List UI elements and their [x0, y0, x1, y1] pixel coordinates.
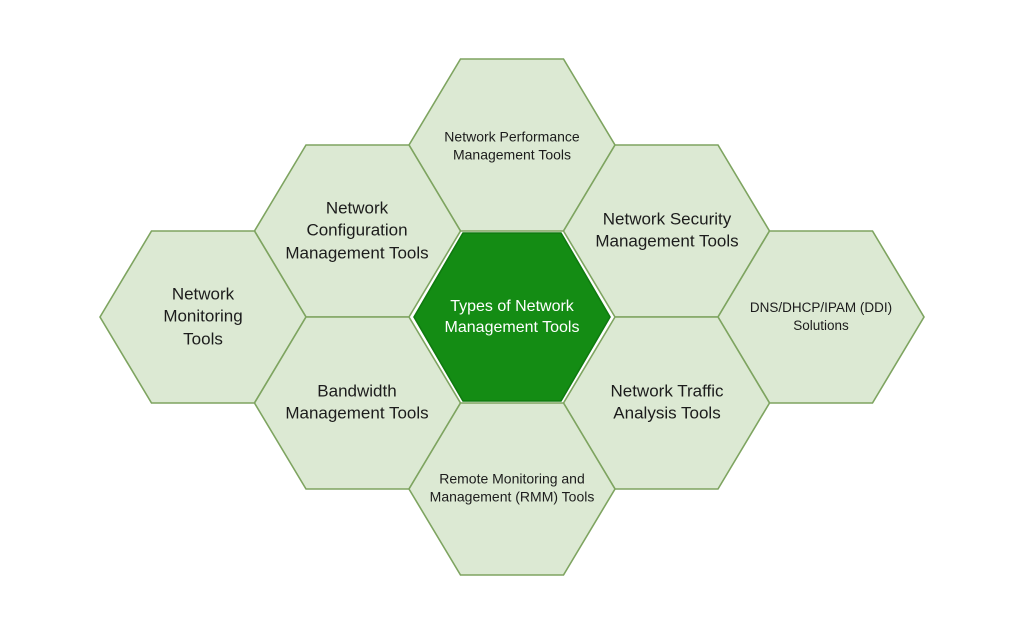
label-center-types: Types of Network Management Tools	[444, 297, 580, 336]
label-network-performance: Network Performance Management Tools	[444, 128, 580, 163]
label-ddi-solutions: DNS/DHCP/IPAM (DDI) Solutions	[749, 300, 893, 333]
label-network-configuration: Network Configuration Management Tools	[285, 198, 429, 263]
hexagon-remote-monitoring	[408, 402, 616, 576]
label-network-security: Network Security Management Tools	[595, 209, 739, 251]
hexagon-center-types	[413, 232, 611, 402]
label-network-traffic: Network Traffic Analysis Tools	[610, 381, 724, 423]
label-bandwidth-management: Bandwidth Management Tools	[285, 381, 429, 423]
label-network-monitoring: Network Monitoring Tools	[163, 284, 243, 349]
label-remote-monitoring: Remote Monitoring and Management (RMM) T…	[429, 470, 595, 505]
